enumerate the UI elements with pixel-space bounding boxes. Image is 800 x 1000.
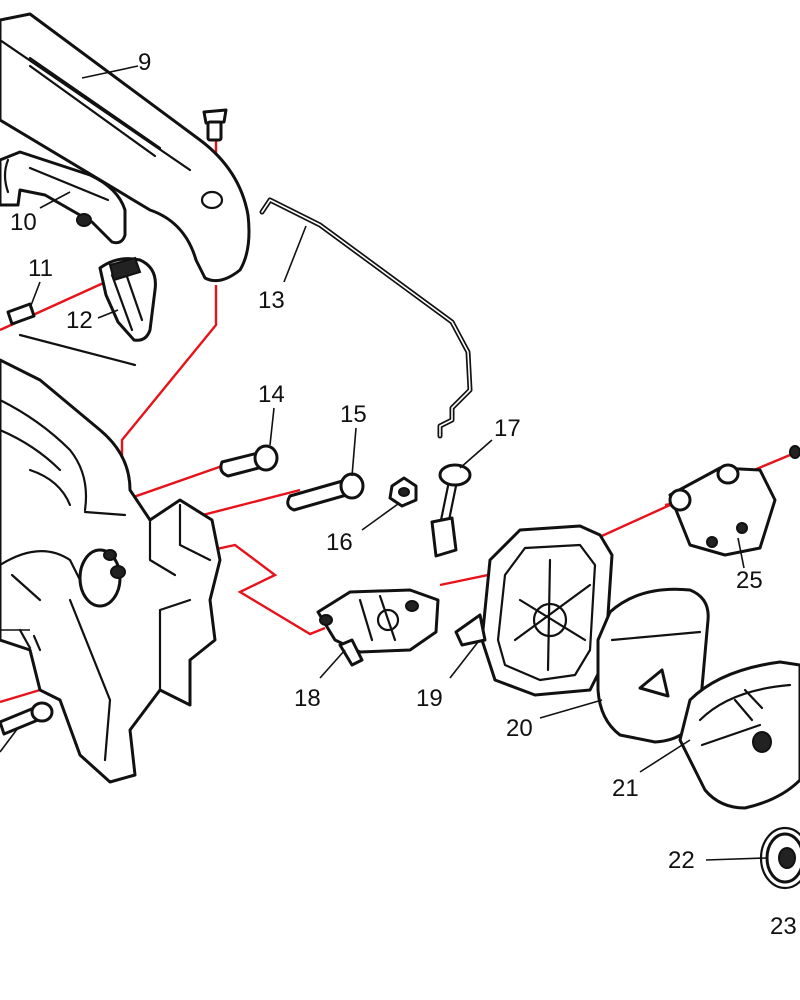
part-19-filter-base (454, 524, 614, 697)
callout-10: 10 (10, 209, 37, 236)
part-16-fitting (388, 476, 418, 508)
callout-23: 23 (770, 913, 797, 940)
callout-20: 20 (506, 715, 533, 742)
part-17-choke-plunger (430, 463, 472, 558)
cover-screw (202, 108, 228, 142)
callout-16: 16 (326, 529, 353, 556)
throttle-rod-long (18, 333, 137, 367)
callout-11: 11 (28, 255, 53, 282)
callout-13: 13 (258, 287, 285, 314)
callout-numbers: 9 10 11 12 13 14 15 16 17 18 19 20 21 22… (10, 49, 797, 940)
callout-22: 22 (668, 847, 695, 874)
part-14-bolt (219, 444, 279, 478)
bottom-left-screw (0, 701, 54, 736)
main-housing (0, 358, 222, 784)
callout-12: 12 (66, 307, 93, 334)
part-12-trigger (98, 256, 157, 342)
part-10-handle-grip (0, 150, 127, 245)
callout-14: 14 (258, 381, 285, 408)
part-18-carburetor (316, 588, 440, 667)
part-11-pin (6, 302, 36, 326)
leader-lines (0, 65, 767, 861)
callout-19: 19 (416, 685, 443, 712)
callout-25: 25 (736, 567, 763, 594)
bracket-screw-right (789, 445, 800, 459)
part-22-knob-nut (759, 826, 800, 890)
callout-9: 9 (138, 49, 151, 76)
callout-18: 18 (294, 685, 321, 712)
callout-21: 21 (612, 775, 639, 802)
part-9-top-cover (0, 12, 251, 283)
part-15-long-bolt (286, 472, 365, 512)
callout-15: 15 (340, 401, 367, 428)
callout-17: 17 (494, 415, 521, 442)
part-25-bracket (668, 463, 777, 557)
part-13-throttle-rod (259, 197, 473, 439)
part-21-filter-cover (678, 660, 800, 810)
